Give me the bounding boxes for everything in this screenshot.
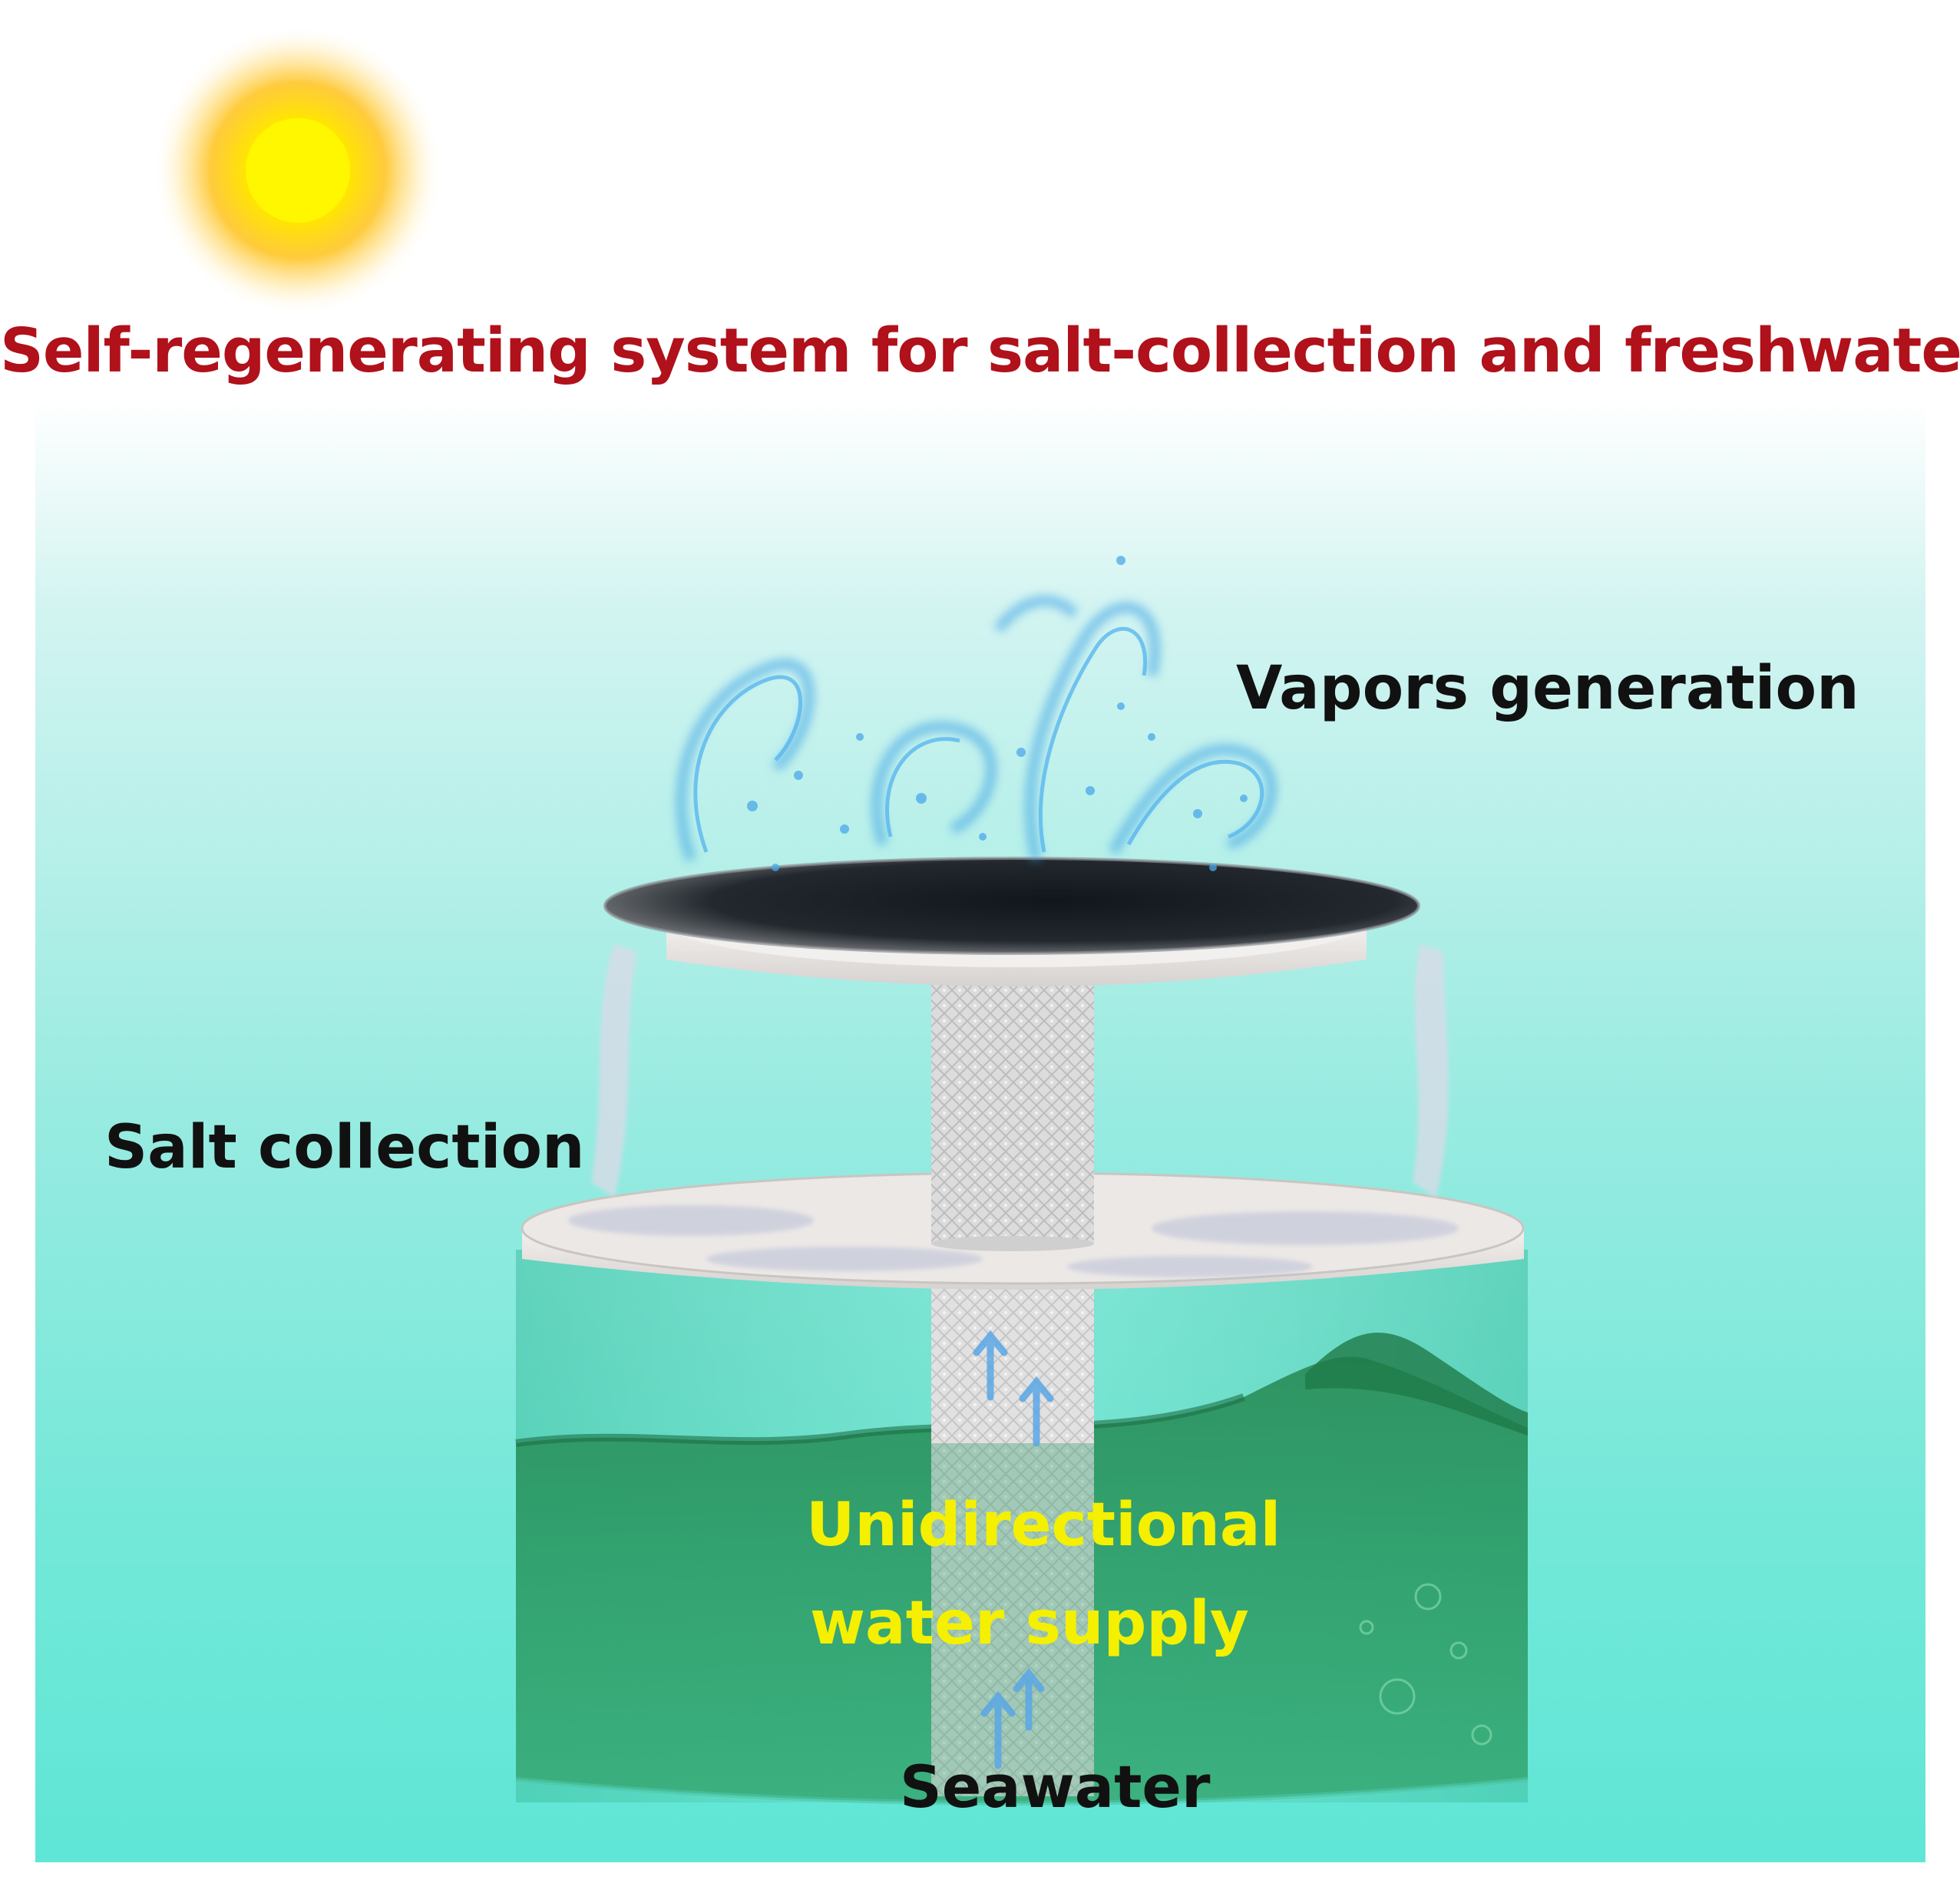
diagram-title: Self-regenerating system for salt-collec… [0,316,1960,386]
sun-icon [152,25,444,316]
seawater-label: Seawater [900,1753,1211,1821]
salt-collection-label: Salt collection [104,1113,585,1182]
vapors-generation-label: Vapors generation [1236,654,1859,723]
water-supply-label-line2: water supply [810,1589,1249,1658]
water-supply-label-line1: Unidirectional [806,1491,1281,1560]
vapor-plume-icon [676,556,1277,871]
evaporator-disc [603,857,1420,986]
photothermal-layer [605,858,1419,953]
salt-collection-disc [521,983,1525,1290]
falling-salt-particles [591,944,1449,1198]
